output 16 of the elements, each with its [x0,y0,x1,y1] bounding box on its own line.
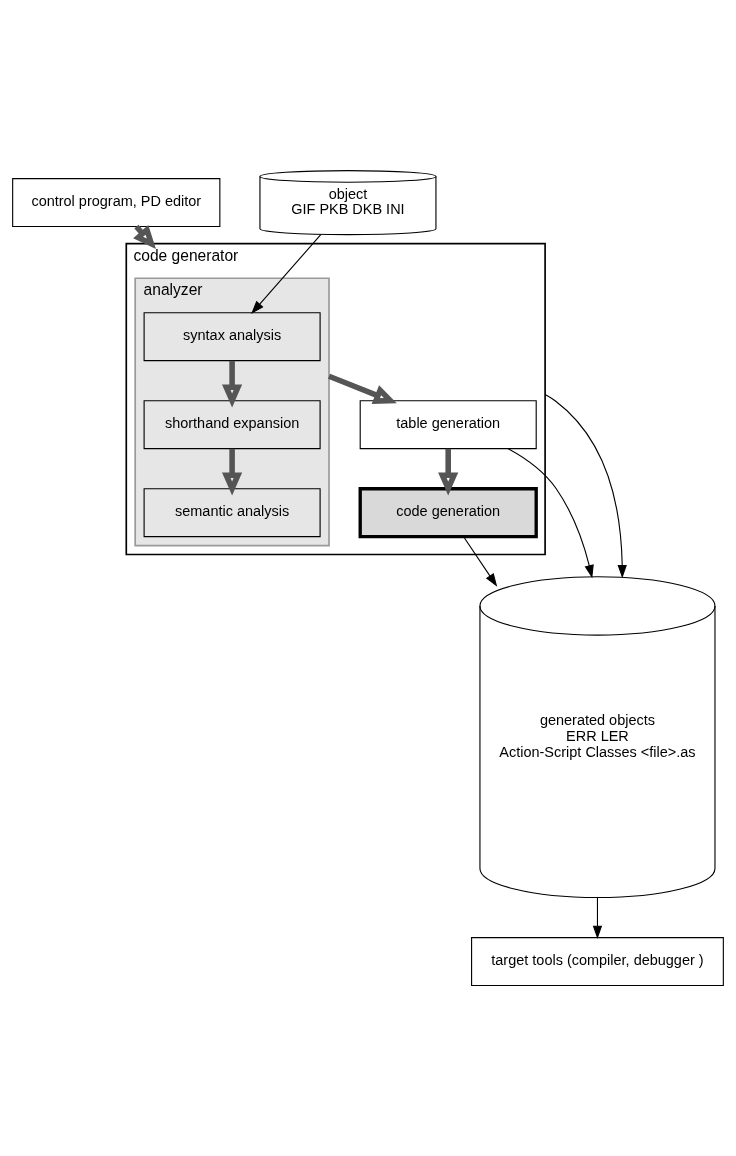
arrow [222,360,243,408]
node-box: target tools (compiler, debugger ) [471,937,724,987]
node-box: control program, PD editor [12,178,221,228]
node-box: table generation [359,400,537,450]
arrow [592,897,603,940]
node-box: semantic analysis [143,488,321,538]
arrow [251,234,322,314]
node-box: shorthand expansion [143,400,321,450]
node-box: syntax analysis [143,312,321,362]
node-box: code generation [358,487,538,539]
arrow [463,536,498,587]
arrow [222,448,243,496]
arrow [544,393,627,579]
arrow [438,448,459,496]
arrow [507,448,594,579]
arrow [328,373,397,405]
